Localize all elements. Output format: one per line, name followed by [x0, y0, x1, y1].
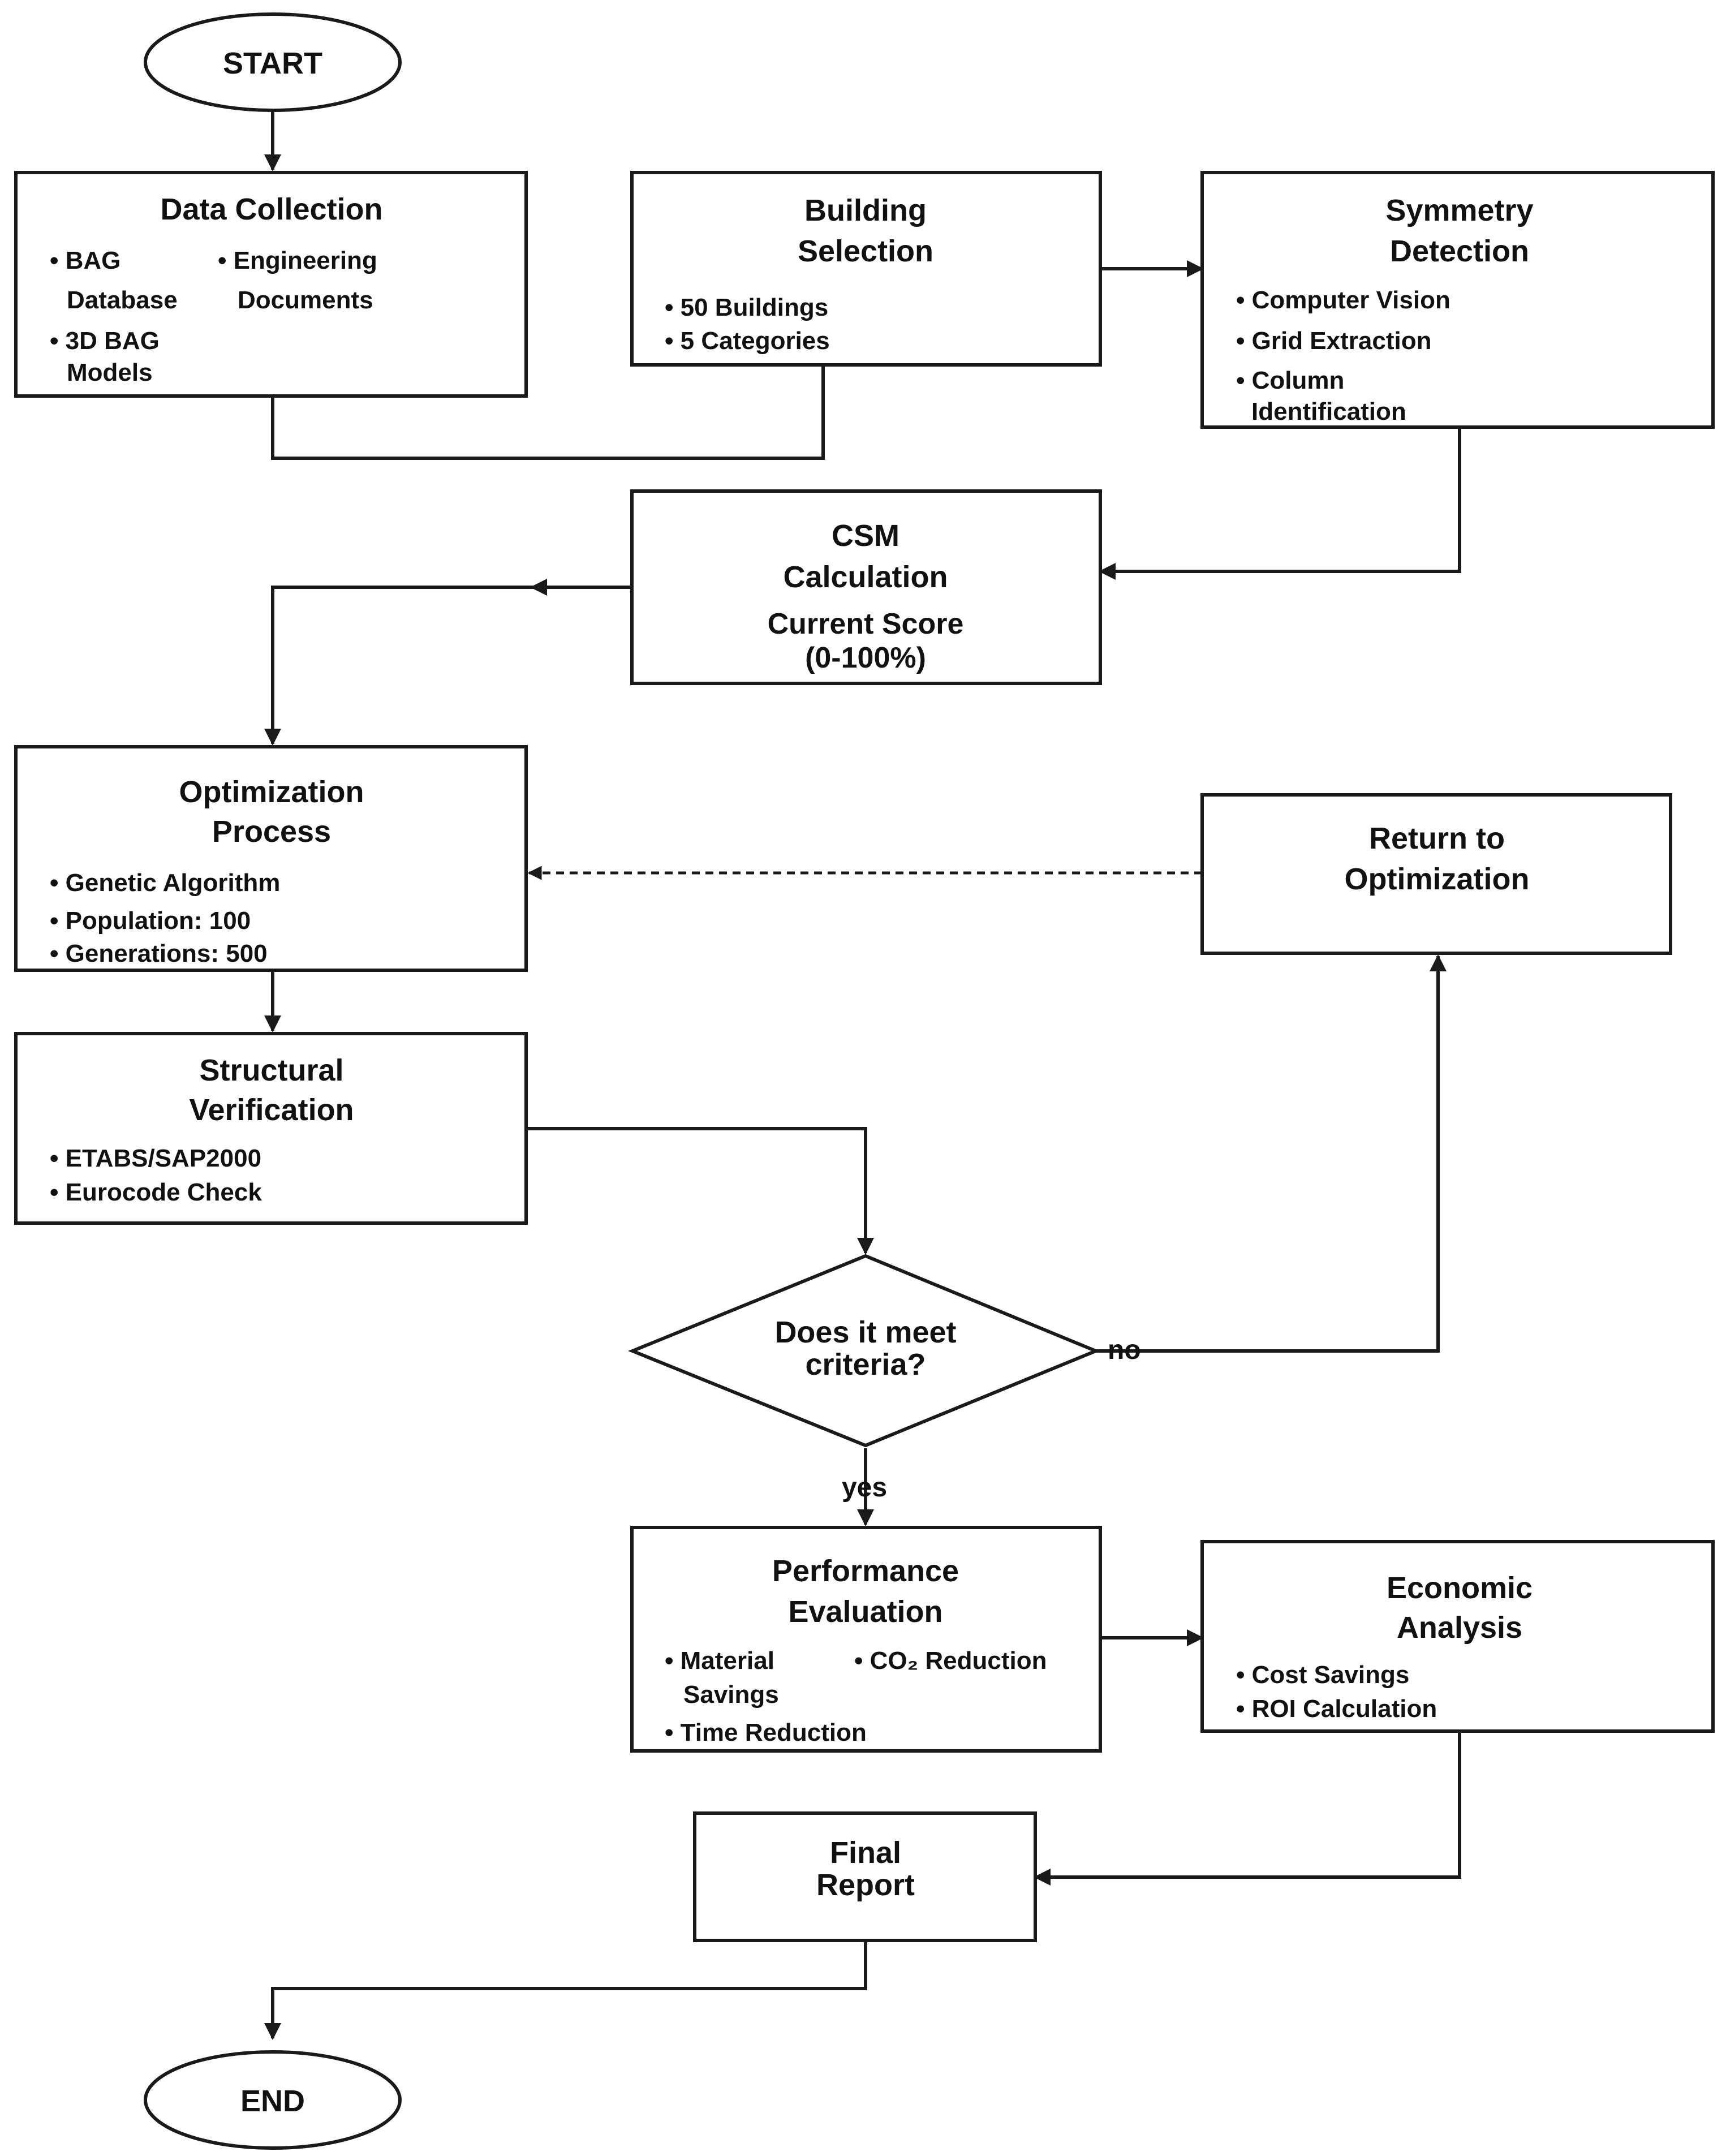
performance-title-2: Evaluation — [788, 1595, 942, 1629]
decision-line-1: Does it meet — [774, 1315, 956, 1349]
performance-evaluation-node: Performance Evaluation • Material Saving… — [630, 1526, 1102, 1753]
symmetry-detection-node: Symmetry Detection • Computer Vision • G… — [1200, 171, 1715, 429]
performance-bullet-time: • Time Reduction — [665, 1719, 867, 1746]
edges — [264, 110, 1461, 2040]
edge-decision-no — [1096, 954, 1447, 1353]
performance-bullet-co2: • CO₂ Reduction — [854, 1647, 1047, 1675]
structural-title-1: Structural — [199, 1053, 343, 1087]
final-report-node: Final Report — [693, 1811, 1037, 1942]
building-selection-bullet-1: • 50 Buildings — [665, 294, 828, 321]
data-collection-bullet-bag: • BAG — [50, 247, 120, 274]
economic-analysis-node: Economic Analysis • Cost Savings • ROI C… — [1200, 1540, 1715, 1733]
edge-label-yes: yes — [842, 1473, 887, 1503]
edge-label-no: no — [1108, 1335, 1141, 1365]
final-report-title-1: Final — [830, 1836, 901, 1870]
return-to-optimization-node: Return to Optimization — [1200, 793, 1672, 955]
final-report-title-2: Report — [816, 1868, 915, 1902]
end-label: END — [240, 2084, 305, 2118]
building-selection-node: Building Selection • 50 Buildings • 5 Ca… — [630, 171, 1102, 367]
edge-economic-to-final-report — [1034, 1731, 1461, 1886]
building-selection-title-1: Building — [804, 193, 927, 227]
optimization-process-node: Optimization Process • Genetic Algorithm… — [14, 745, 528, 972]
edge-data-collection-to-building-selection — [271, 365, 825, 460]
csm-sub-1: Current Score — [768, 608, 964, 640]
edge-final-report-to-end — [264, 1940, 867, 2040]
csm-title-1: CSM — [832, 519, 899, 553]
optimization-bullet-3: • Generations: 500 — [50, 940, 268, 967]
structural-bullet-2: • Eurocode Check — [50, 1178, 262, 1206]
optimization-title-2: Process — [212, 815, 331, 849]
optimization-bullet-2: • Population: 100 — [50, 907, 251, 935]
structural-verification-node: Structural Verification • ETABS/SAP2000 … — [14, 1032, 528, 1225]
data-collection-bullet-3dbag-cont: Models — [67, 359, 153, 386]
economic-bullet-2: • ROI Calculation — [1236, 1695, 1437, 1723]
performance-bullet-material-cont: Savings — [683, 1681, 779, 1709]
building-selection-title-2: Selection — [798, 234, 933, 268]
decision-line-2: criteria? — [805, 1348, 926, 1382]
structural-title-2: Verification — [189, 1093, 354, 1127]
data-collection-bullet-3dbag: • 3D BAG — [50, 327, 160, 355]
data-collection-title: Data Collection — [160, 192, 382, 226]
data-collection-bullet-engineering: • Engineering — [218, 247, 377, 274]
symmetry-detection-bullet-2: • Grid Extraction — [1236, 327, 1431, 355]
economic-bullet-1: • Cost Savings — [1236, 1661, 1409, 1689]
return-title-2: Optimization — [1345, 862, 1530, 896]
data-collection-bullet-engineering-cont: Documents — [238, 286, 373, 314]
start-label: START — [223, 46, 322, 80]
csm-calculation-node: CSM Calculation Current Score (0-100%) — [630, 489, 1102, 685]
economic-title-2: Analysis — [1397, 1611, 1522, 1645]
start-node: START — [144, 12, 402, 112]
decision-node: Does it meet criteria? — [628, 1254, 1100, 1448]
data-collection-node: Data Collection • BAG Database • Enginee… — [14, 171, 528, 398]
building-selection-bullet-2: • 5 Categories — [665, 327, 830, 355]
performance-bullet-material: • Material — [665, 1647, 774, 1675]
optimization-bullet-1: • Genetic Algorithm — [50, 869, 280, 897]
csm-sub-2: (0-100%) — [805, 642, 926, 674]
performance-title-1: Performance — [772, 1554, 959, 1588]
data-collection-bullet-bag-cont: Database — [67, 286, 178, 314]
symmetry-detection-bullet-3-cont: Identification — [1251, 398, 1406, 425]
optimization-title-1: Optimization — [179, 775, 364, 809]
edge-csm-to-optimization-down — [264, 586, 535, 746]
economic-title-1: Economic — [1387, 1571, 1533, 1605]
symmetry-detection-title-1: Symmetry — [1385, 193, 1533, 227]
symmetry-detection-bullet-1: • Computer Vision — [1236, 286, 1450, 314]
csm-title-2: Calculation — [783, 560, 948, 594]
symmetry-detection-bullet-3: • Column — [1236, 367, 1344, 394]
edge-symmetry-detection-to-csm — [1099, 427, 1461, 580]
symmetry-detection-title-2: Detection — [1390, 234, 1529, 268]
return-title-1: Return to — [1369, 821, 1505, 855]
structural-bullet-1: • ETABS/SAP2000 — [50, 1144, 261, 1172]
edge-structural-to-decision — [526, 1127, 874, 1255]
end-node: END — [144, 2050, 402, 2150]
